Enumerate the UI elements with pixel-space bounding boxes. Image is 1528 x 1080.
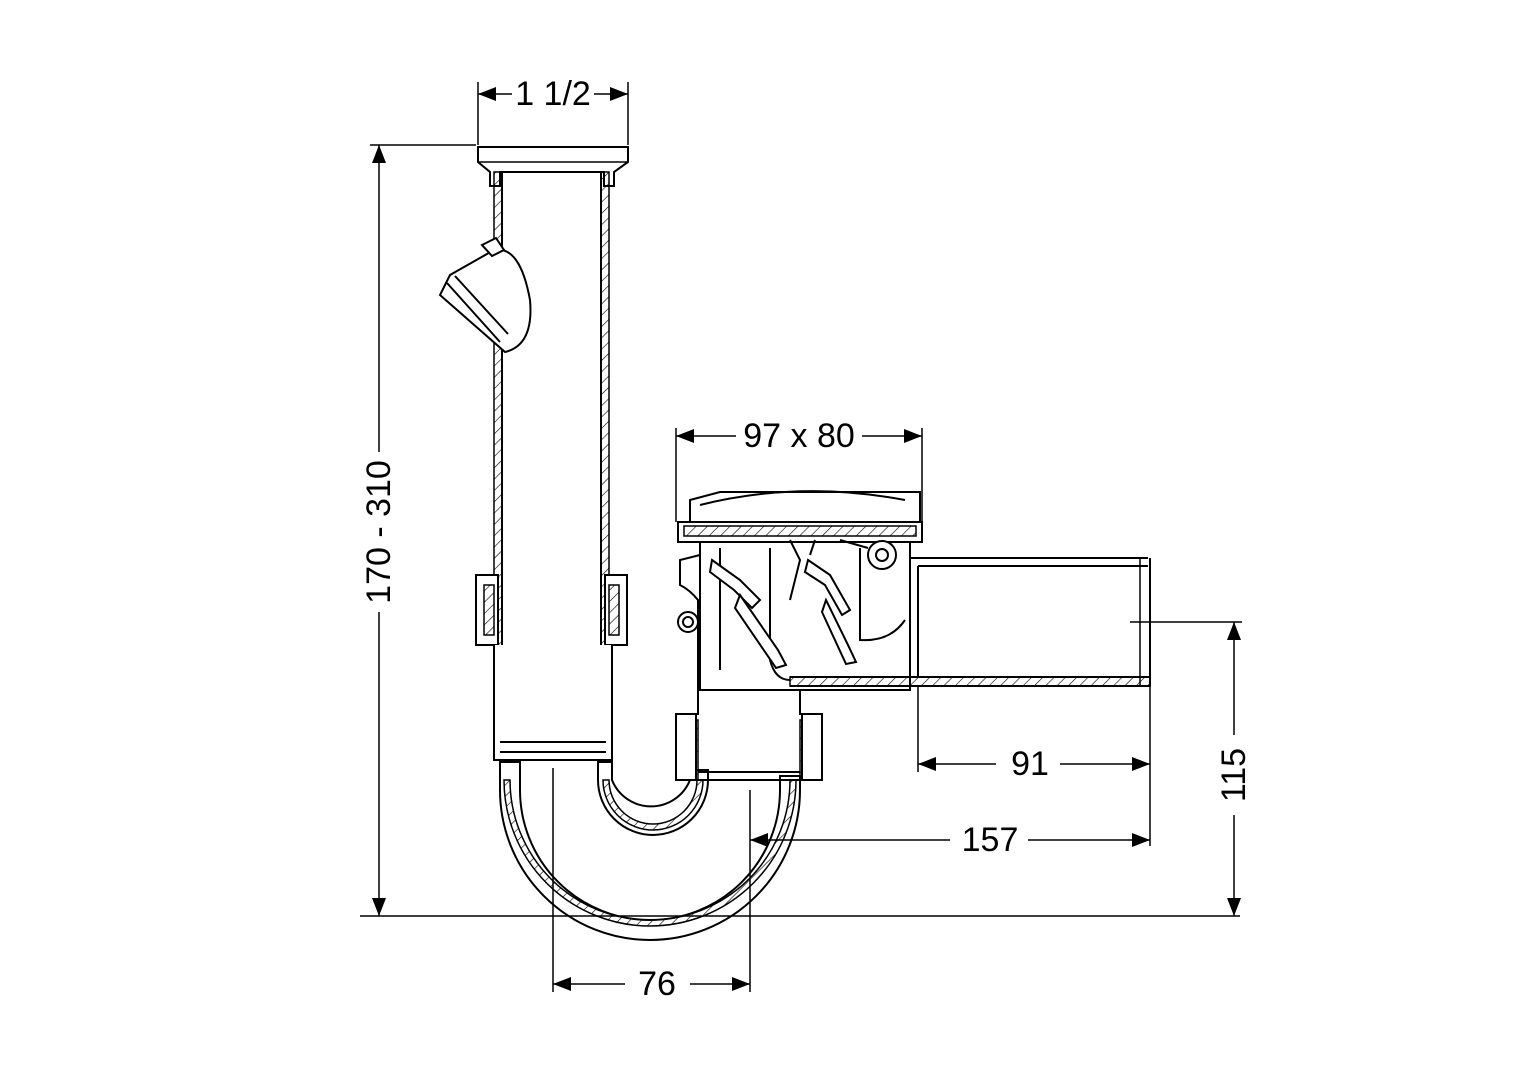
outlet-riser (675, 554, 823, 781)
dim-inlet-diameter-label: 1 1/2 (515, 75, 591, 113)
horizontal-outlet-pipe (789, 557, 1151, 687)
dimension-outlet-height: 115 (1130, 621, 1253, 916)
valve-housing (677, 490, 923, 691)
inlet-pipe (475, 146, 629, 761)
dimension-inlet-diameter: 1 1/2 (477, 75, 629, 145)
dim-box-size-label: 97 x 80 (743, 417, 855, 455)
overflow-branch (438, 236, 532, 354)
dimension-trap-spacing: 76 (552, 768, 750, 1003)
dimension-outlet-length: 91 (917, 686, 1151, 846)
u-bend (499, 761, 801, 941)
dim-outlet-height-label: 115 (1215, 748, 1253, 802)
dimension-outlet-offset: 157 (749, 790, 1150, 992)
dim-outlet-offset-label: 157 (962, 821, 1019, 859)
dim-trap-spacing-label: 76 (638, 965, 676, 1003)
dim-overall-height-label: 170 - 310 (360, 460, 398, 604)
dimension-box-size: 97 x 80 (675, 417, 923, 522)
dimension-overall-height: 170 - 310 (360, 144, 1240, 917)
dim-outlet-length-label: 91 (1011, 745, 1049, 783)
